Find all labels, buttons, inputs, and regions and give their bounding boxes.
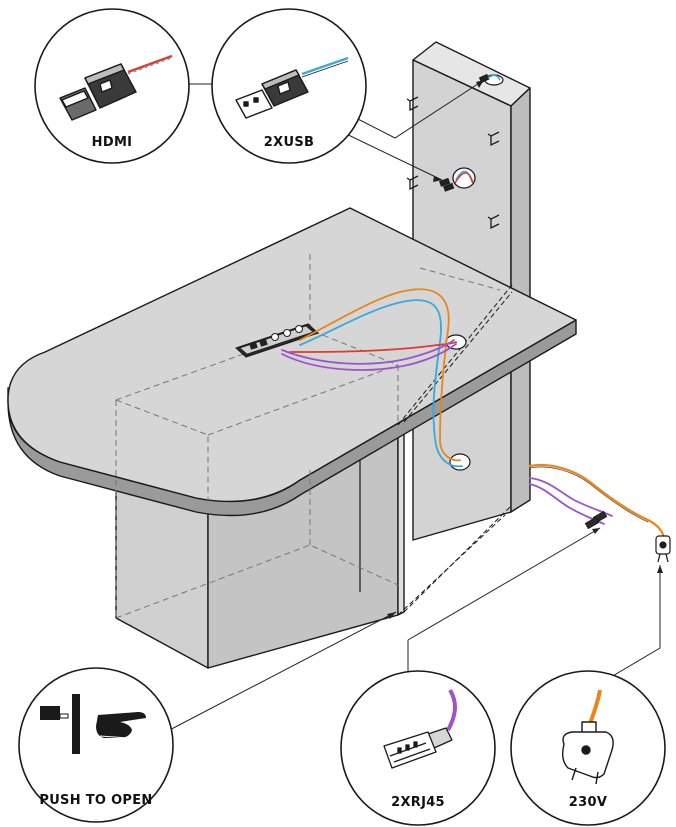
column-upper-outlet — [452, 167, 476, 189]
desk-outlet-panel — [235, 323, 319, 358]
callout-power: 230V — [510, 670, 666, 826]
table-top — [7, 207, 577, 517]
power-cable-internal — [299, 288, 461, 462]
leader-lines — [159, 79, 661, 736]
callout-usb: 2XUSB — [211, 8, 367, 164]
column-hidden-edges — [397, 284, 513, 616]
usb-plug-icon — [235, 56, 349, 119]
label-usb: 2XUSB — [264, 135, 314, 150]
rj45-plugs — [584, 510, 608, 530]
callout-hdmi: HDMI — [34, 8, 190, 164]
power-plug-icon — [561, 689, 614, 785]
label-push-to-open: PUSH TO OPEN — [39, 793, 152, 808]
usb-cable-internal — [299, 299, 463, 468]
callout-rj45: 2XRJ45 — [340, 670, 496, 826]
column-lower-grommet — [449, 453, 471, 471]
label-hdmi: HDMI — [92, 135, 133, 150]
column-hooks — [406, 96, 500, 230]
leader-power — [605, 565, 661, 681]
power-plug — [655, 535, 671, 563]
hook — [406, 96, 419, 112]
push-to-open-icon — [40, 694, 146, 754]
label-230v: 230V — [569, 795, 607, 810]
leader-push — [159, 611, 397, 736]
leader-arrowheads — [387, 80, 663, 619]
hook — [487, 131, 500, 147]
network-cable-internal-a — [281, 339, 455, 365]
hook — [487, 214, 500, 230]
internal-cables — [281, 288, 463, 468]
cabinet-door — [397, 421, 405, 616]
leader-usb-top — [351, 79, 485, 139]
table-top-surface — [7, 207, 577, 503]
upper-outlet-plugs — [439, 177, 455, 192]
rj45-plug-icon — [383, 688, 457, 769]
leader-rj45-up — [407, 527, 601, 641]
top-outlet-plug — [478, 73, 490, 84]
callout-push: PUSH TO OPEN — [18, 667, 174, 823]
network-cable-external-b — [529, 483, 605, 525]
power-cable-external-dark — [529, 466, 649, 523]
hdmi-plug-icon — [59, 54, 173, 121]
hidden-edges — [115, 250, 501, 619]
label-rj45: 2XRJ45 — [391, 795, 445, 810]
leader-usb-outlet — [337, 129, 443, 181]
hook — [406, 175, 419, 191]
network-cable-internal-b — [281, 343, 457, 371]
power-cable-external — [528, 463, 666, 542]
network-cable-external-a — [529, 477, 613, 517]
